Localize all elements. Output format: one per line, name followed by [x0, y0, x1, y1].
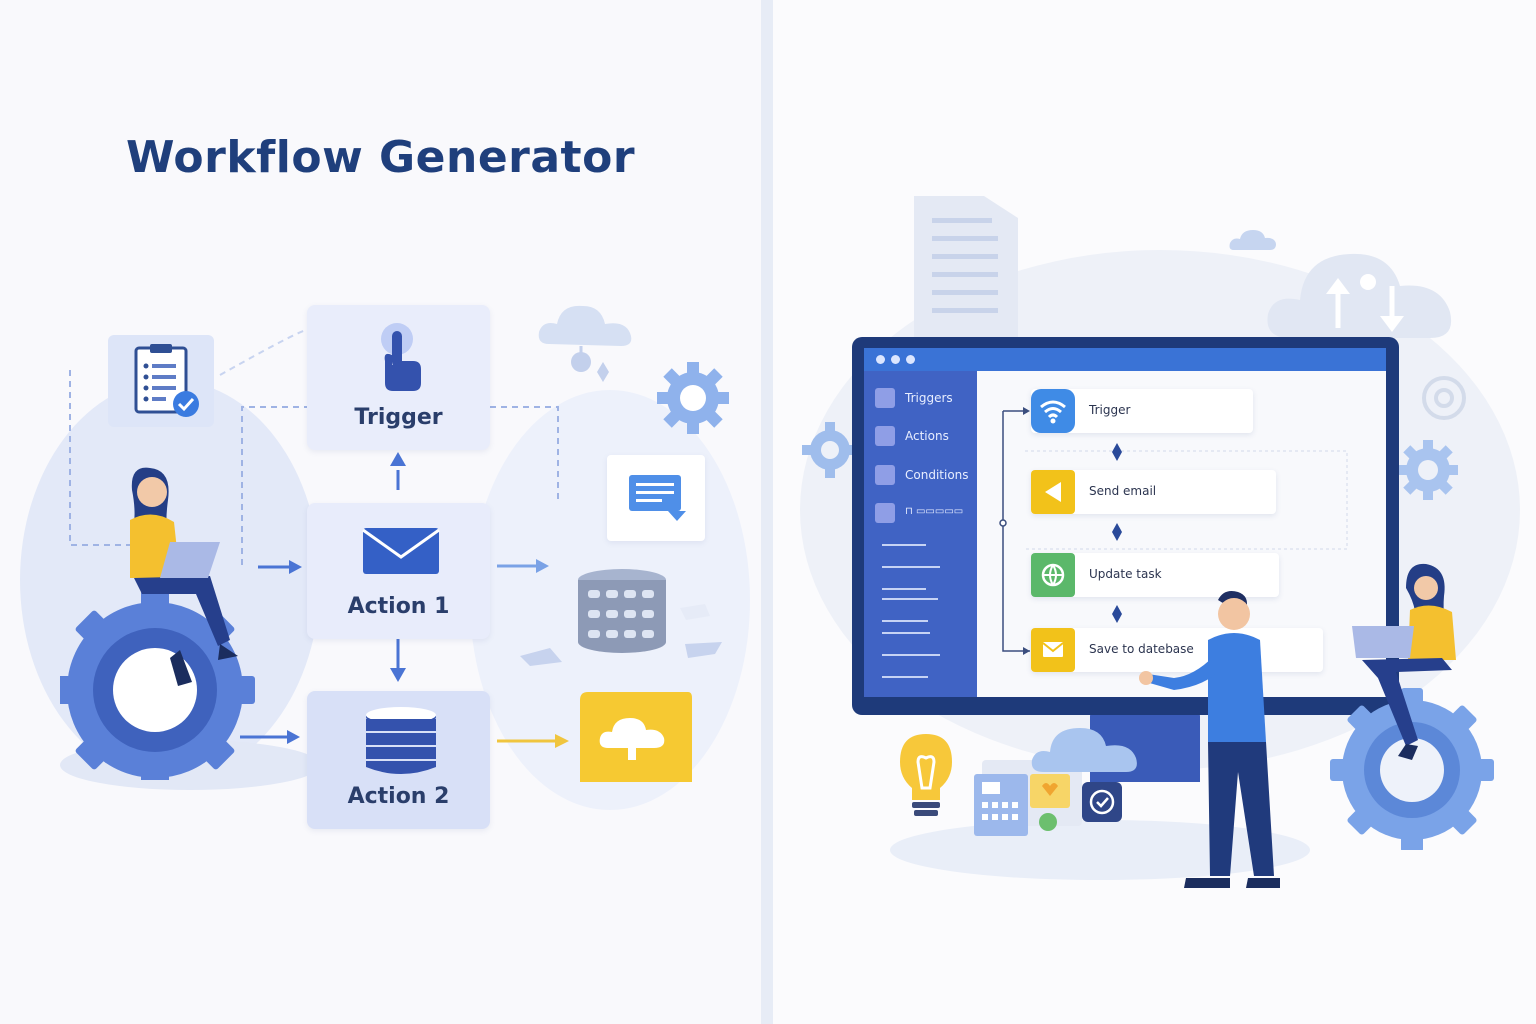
trigger-node[interactable]: Trigger: [307, 305, 490, 450]
sidebar-item-icon: [875, 388, 895, 408]
sidebar-item-label: Conditions: [905, 468, 969, 482]
flow-node-label: Save to datebase: [1089, 642, 1194, 656]
gear-outline-icon: [1422, 376, 1466, 420]
flow-node-label: Trigger: [1089, 403, 1131, 417]
flow-node-send-email[interactable]: Send email: [1031, 470, 1276, 514]
sidebar-item-label: Triggers: [905, 391, 953, 405]
sidebar-item-label: Actions: [905, 429, 949, 443]
flow-node-save-to-database[interactable]: Save to datebase: [1031, 628, 1323, 672]
small-cloud-icon: [1229, 230, 1276, 250]
window-titlebar: [864, 348, 1386, 371]
action-1-node-label: Action 1: [347, 594, 450, 619]
pointer-hand-icon: [381, 323, 421, 391]
gear-icon: [657, 362, 729, 434]
flow-node-trigger[interactable]: Trigger: [1031, 389, 1253, 433]
trigger-node-label: Trigger: [354, 405, 443, 430]
woman-on-gear-illustration: [1330, 563, 1494, 850]
envelope-icon: [362, 528, 440, 574]
sidebar-placeholder-line: [882, 598, 938, 600]
flow-node-label: Update task: [1089, 567, 1162, 581]
sidebar-item-icon: [875, 503, 895, 523]
window-dot: [891, 355, 900, 364]
action-2-node-label: Action 2: [347, 784, 450, 809]
panel-divider: [761, 0, 773, 1024]
cloud-folder-icon: [580, 692, 692, 782]
globe-icon: [1031, 553, 1075, 597]
sidebar-placeholder-line: [882, 632, 930, 634]
window-dot: [906, 355, 915, 364]
calculator-card-icon: [974, 760, 1082, 836]
clipboard-checklist-icon: [134, 344, 199, 417]
sidebar-placeholder-line: [882, 544, 926, 546]
sidebar-placeholder-line: [882, 588, 926, 590]
database-stack-icon: [520, 569, 722, 666]
check-icon: [1089, 789, 1115, 815]
sidebar-item-icon: [875, 465, 895, 485]
sidebar-item-label: ⊓ ▭▭▭▭▭: [905, 506, 964, 517]
flow-node-update-task[interactable]: Update task: [1031, 553, 1279, 597]
flow-node-label: Send email: [1089, 484, 1157, 498]
action-2-node[interactable]: Action 2: [307, 691, 490, 829]
page-title: Workflow Generator: [125, 132, 636, 183]
document-building-icon: [914, 196, 1018, 346]
gear-icon: [802, 422, 858, 478]
man-presenting-illustration: [1139, 591, 1280, 888]
cloud-icon: [538, 305, 632, 382]
checkmark-badge: [1082, 782, 1122, 822]
message-card-icon: [629, 475, 686, 521]
mail-icon: [1031, 628, 1075, 672]
action-1-node[interactable]: Action 1: [307, 503, 490, 639]
sidebar-placeholder-line: [882, 620, 928, 622]
sidebar-placeholder-line: [882, 676, 928, 678]
woman-on-gear-illustration: [60, 467, 255, 780]
send-icon: [1031, 470, 1075, 514]
app-sidebar: [864, 371, 977, 697]
ground-shadow: [890, 820, 1310, 880]
gear-icon: [1398, 440, 1458, 500]
sidebar-placeholder-line: [882, 566, 940, 568]
upload-download-cloud-icon: [1267, 253, 1452, 338]
wifi-icon: [1031, 389, 1075, 433]
sidebar-placeholder-line: [882, 654, 940, 656]
flow-connectors: [999, 407, 1348, 655]
sidebar-item-icon: [875, 426, 895, 446]
database-icon: [366, 707, 436, 774]
connector-lines: [69, 329, 569, 748]
cloud-icon: [1031, 728, 1137, 772]
lightbulb-icon: [900, 734, 952, 816]
window-dot: [876, 355, 885, 364]
